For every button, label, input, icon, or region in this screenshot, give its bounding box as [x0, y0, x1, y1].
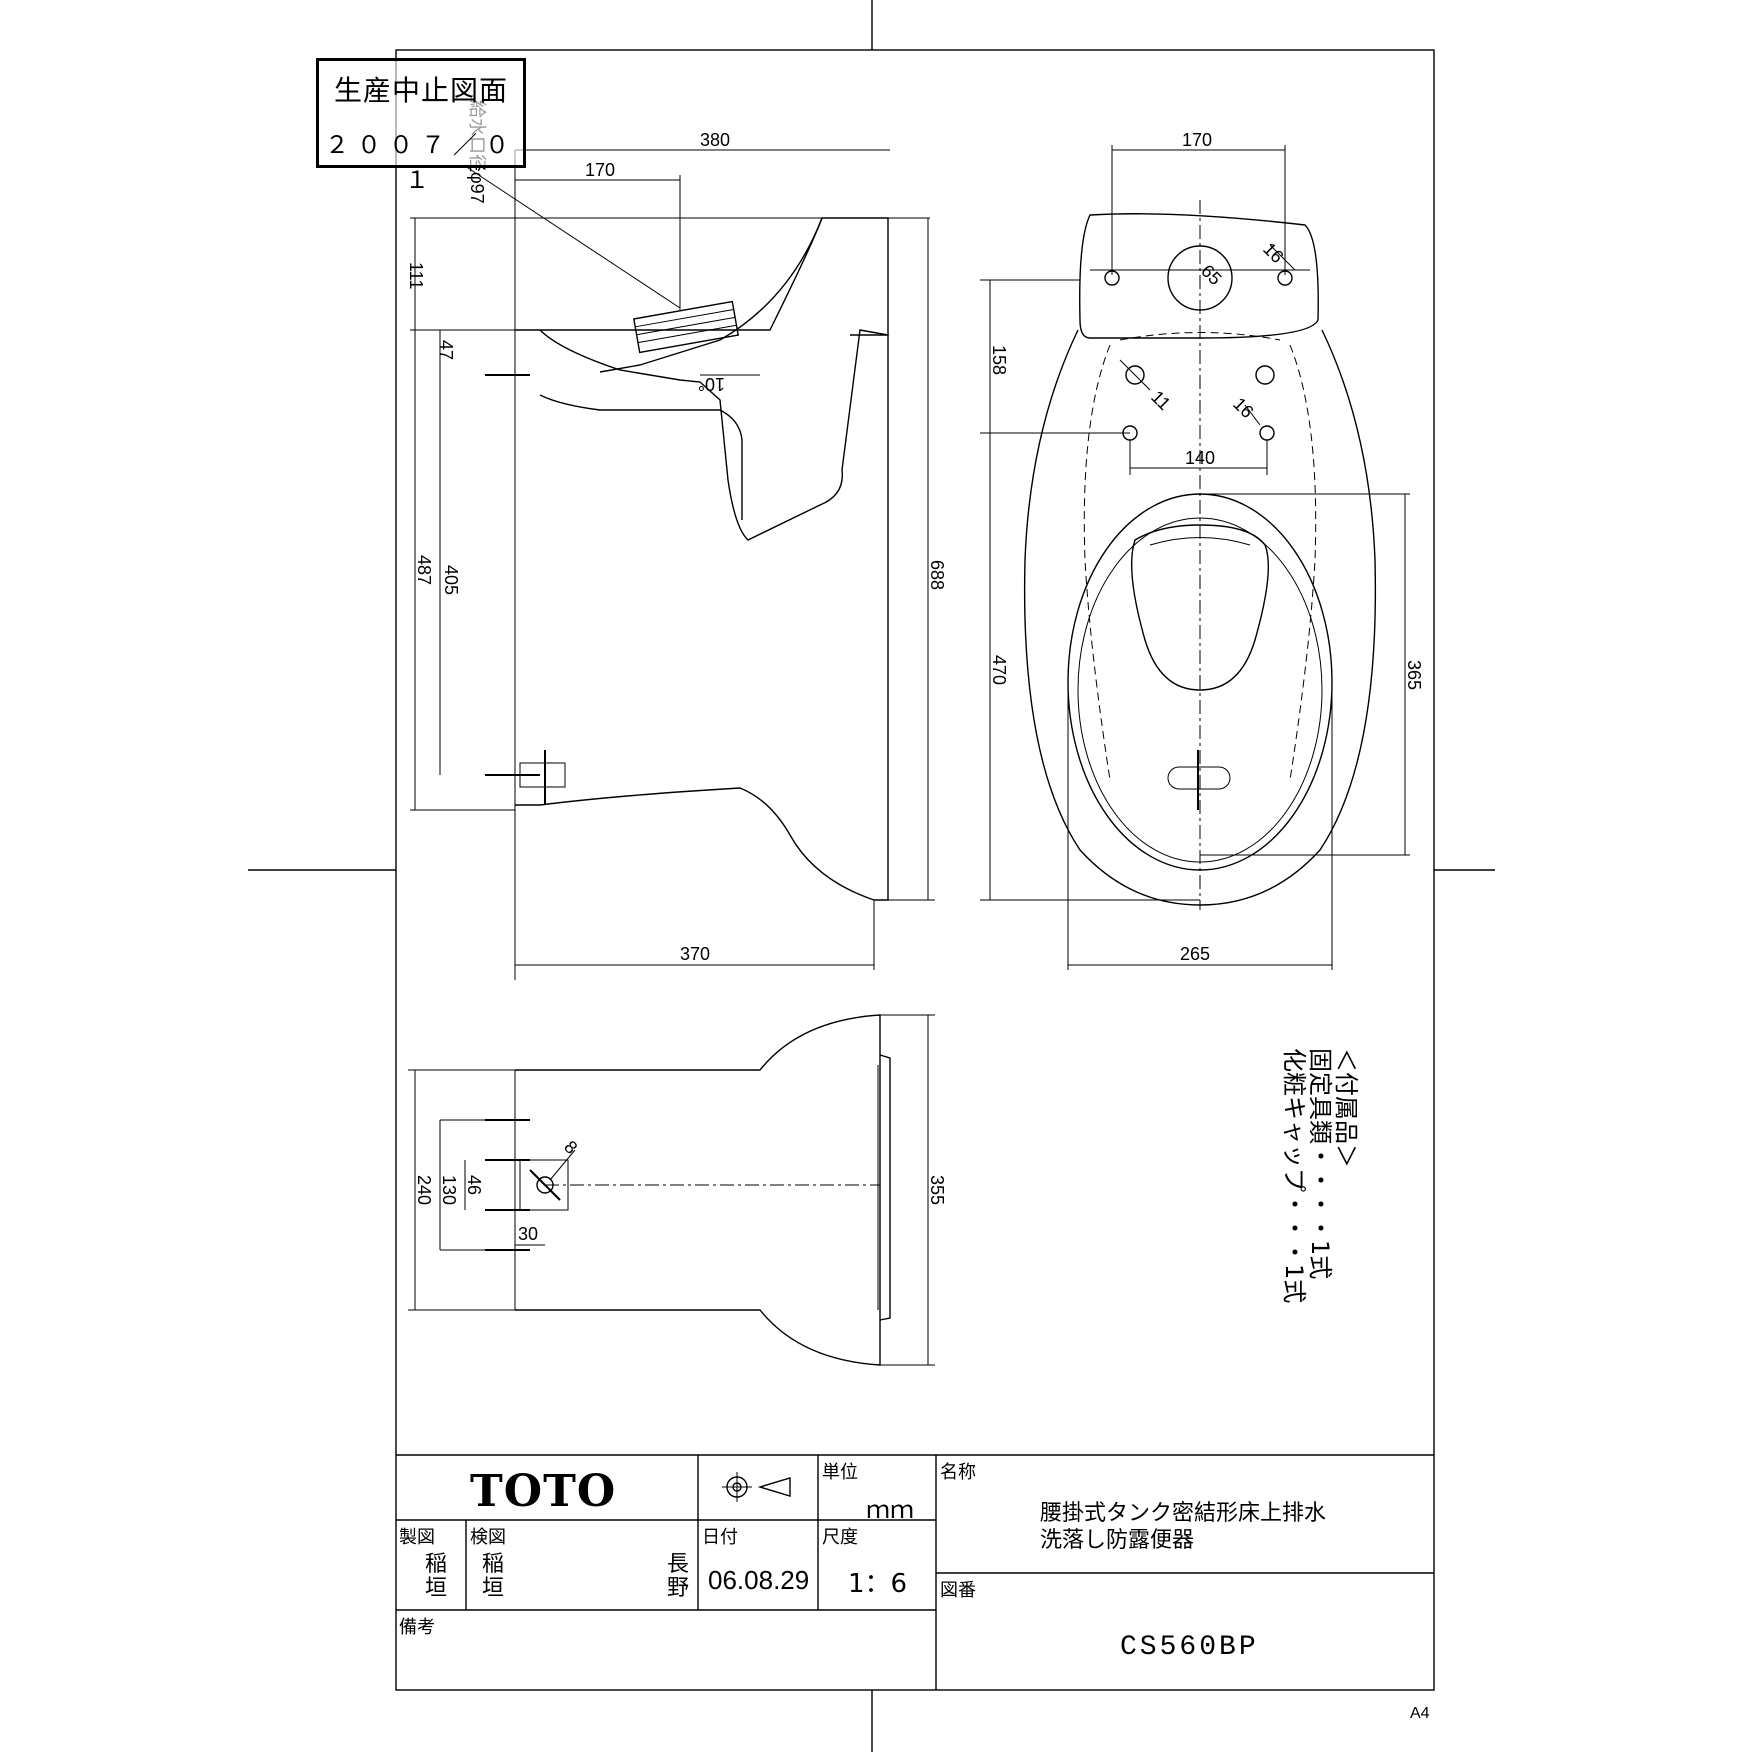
dim-487: 487	[414, 555, 434, 585]
accessories-note: ＜付属品＞ 固定具類・・・・1式 化粧キャップ・・・1式	[1280, 1048, 1360, 1303]
dim-370: 370	[680, 944, 710, 964]
side-view: 380 170 111 47 405 487 688 370 10° 給水口径φ…	[406, 100, 947, 980]
dim-16-top: 16	[1259, 239, 1287, 267]
dim-47: 47	[436, 340, 456, 360]
remarks-label: 備考	[399, 1617, 435, 1638]
dim-16-bolt: 16	[1229, 394, 1257, 422]
scale-value: 1：6	[848, 1569, 908, 1599]
sheet-frame	[248, 0, 1495, 1752]
drawing-no-label: 図番	[940, 1580, 976, 1601]
dim-158: 158	[989, 345, 1009, 375]
discontinued-stamp: 生産中止図面 ２００７／０１	[316, 58, 526, 194]
unit-value: ｍｍ	[866, 1496, 914, 1524]
top-view: 170 16 65 158 11 16 140 365 470 265	[980, 130, 1424, 970]
unit-label: 単位	[822, 1462, 858, 1483]
dim-470: 470	[989, 655, 1009, 685]
dim-380: 380	[700, 130, 730, 150]
dim-140: 140	[1185, 448, 1215, 468]
date-label: 日付	[702, 1527, 738, 1548]
dim-11: 11	[1147, 387, 1174, 414]
dim-130: 130	[439, 1175, 459, 1205]
paper-size: A4	[1410, 1705, 1430, 1722]
dim-10deg: 10°	[698, 374, 725, 394]
accessories-item-2: 化粧キャップ・・・1式	[1280, 1048, 1308, 1303]
product-name-line2: 洗落し防露便器	[1040, 1528, 1195, 1553]
dim-688: 688	[927, 560, 947, 590]
dim-405: 405	[441, 565, 461, 595]
checked-by: 稲垣	[482, 1552, 505, 1601]
brand-logo: TOTO	[470, 1466, 617, 1517]
date-value: 06.08.29	[708, 1565, 810, 1595]
dim-170-top: 170	[1182, 130, 1212, 150]
drawing-number: CS560BP	[1120, 1632, 1259, 1663]
product-name-line1: 腰掛式タンク密結形床上排水	[1040, 1501, 1327, 1526]
dim-170-side: 170	[585, 160, 615, 180]
title-block	[396, 1454, 1434, 1690]
name-label: 名称	[940, 1462, 976, 1483]
approved-by: 長野	[667, 1552, 690, 1601]
accessories-item-1: 固定具類・・・・1式	[1306, 1048, 1334, 1279]
stamp-title: 生産中止図面	[333, 74, 508, 107]
scale-label: 尺度	[822, 1527, 858, 1548]
drawn-by: 稲垣	[425, 1552, 448, 1601]
dim-265: 265	[1180, 944, 1210, 964]
stamp-date: ２００７／０１	[325, 131, 517, 194]
dim-65: 65	[1197, 261, 1225, 289]
dim-30: 30	[518, 1224, 538, 1244]
drawn-label: 製図	[399, 1527, 435, 1548]
checked-label: 検図	[470, 1527, 506, 1548]
dim-240: 240	[414, 1175, 434, 1205]
dim-111: 111	[406, 262, 426, 289]
dim-365: 365	[1404, 660, 1424, 690]
accessories-heading: ＜付属品＞	[1332, 1048, 1360, 1168]
dim-46: 46	[464, 1175, 484, 1195]
front-view: 240 130 46 30 8 355	[408, 1014, 947, 1366]
dim-355: 355	[927, 1175, 947, 1205]
